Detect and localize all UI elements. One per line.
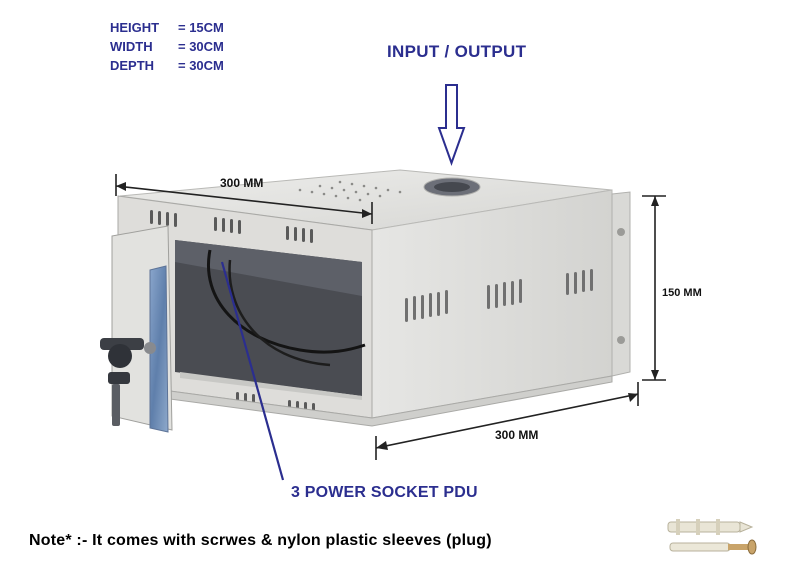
accessories-note: Note* :- It comes with scrwes & nylon pl… xyxy=(29,532,492,549)
width-dimension-label: 300 MM xyxy=(495,428,539,442)
spec-value: = 15CM xyxy=(178,20,224,35)
interior-back-wall xyxy=(175,240,362,296)
screws-and-plugs-icon xyxy=(667,519,757,555)
dimension-specs: HEIGHT = 15CM WIDTH = 30CM DEPTH = 30CM xyxy=(110,18,224,75)
height-dimension-label: 150 MM xyxy=(662,287,702,299)
wall-mount-flange xyxy=(611,191,631,377)
top-perforations xyxy=(298,180,402,202)
spec-height: HEIGHT = 15CM xyxy=(110,18,224,37)
front-vents xyxy=(150,210,313,243)
spec-label: WIDTH xyxy=(110,39,153,54)
dimension-line-bottom xyxy=(375,382,639,460)
door-glass-panel xyxy=(149,265,169,433)
spec-depth: DEPTH = 30CM xyxy=(110,56,224,75)
power-socket-pdu-label: 3 POWER SOCKET PDU xyxy=(291,484,478,501)
dimension-line-right xyxy=(642,195,666,381)
spec-value: = 30CM xyxy=(178,39,224,54)
input-output-label: INPUT / OUTPUT xyxy=(387,42,527,61)
interior-floor-edge xyxy=(180,372,362,400)
internal-cable xyxy=(207,249,366,354)
spec-width: WIDTH = 30CM xyxy=(110,37,224,56)
dimension-line-top xyxy=(115,174,373,224)
spec-label: HEIGHT xyxy=(110,20,160,35)
pdu-leader-line xyxy=(220,261,285,481)
depth-dimension-label: 300 MM xyxy=(220,176,264,190)
spec-label: DEPTH xyxy=(110,58,155,73)
cable-entry-hole-inner xyxy=(434,182,470,192)
internal-cable xyxy=(228,259,331,367)
spec-value: = 30CM xyxy=(178,58,224,73)
lock-keys-icon xyxy=(100,338,156,426)
side-vents xyxy=(405,269,593,322)
flange-screw xyxy=(617,228,625,236)
io-arrow-icon xyxy=(437,84,466,166)
flange-screw xyxy=(617,336,625,344)
